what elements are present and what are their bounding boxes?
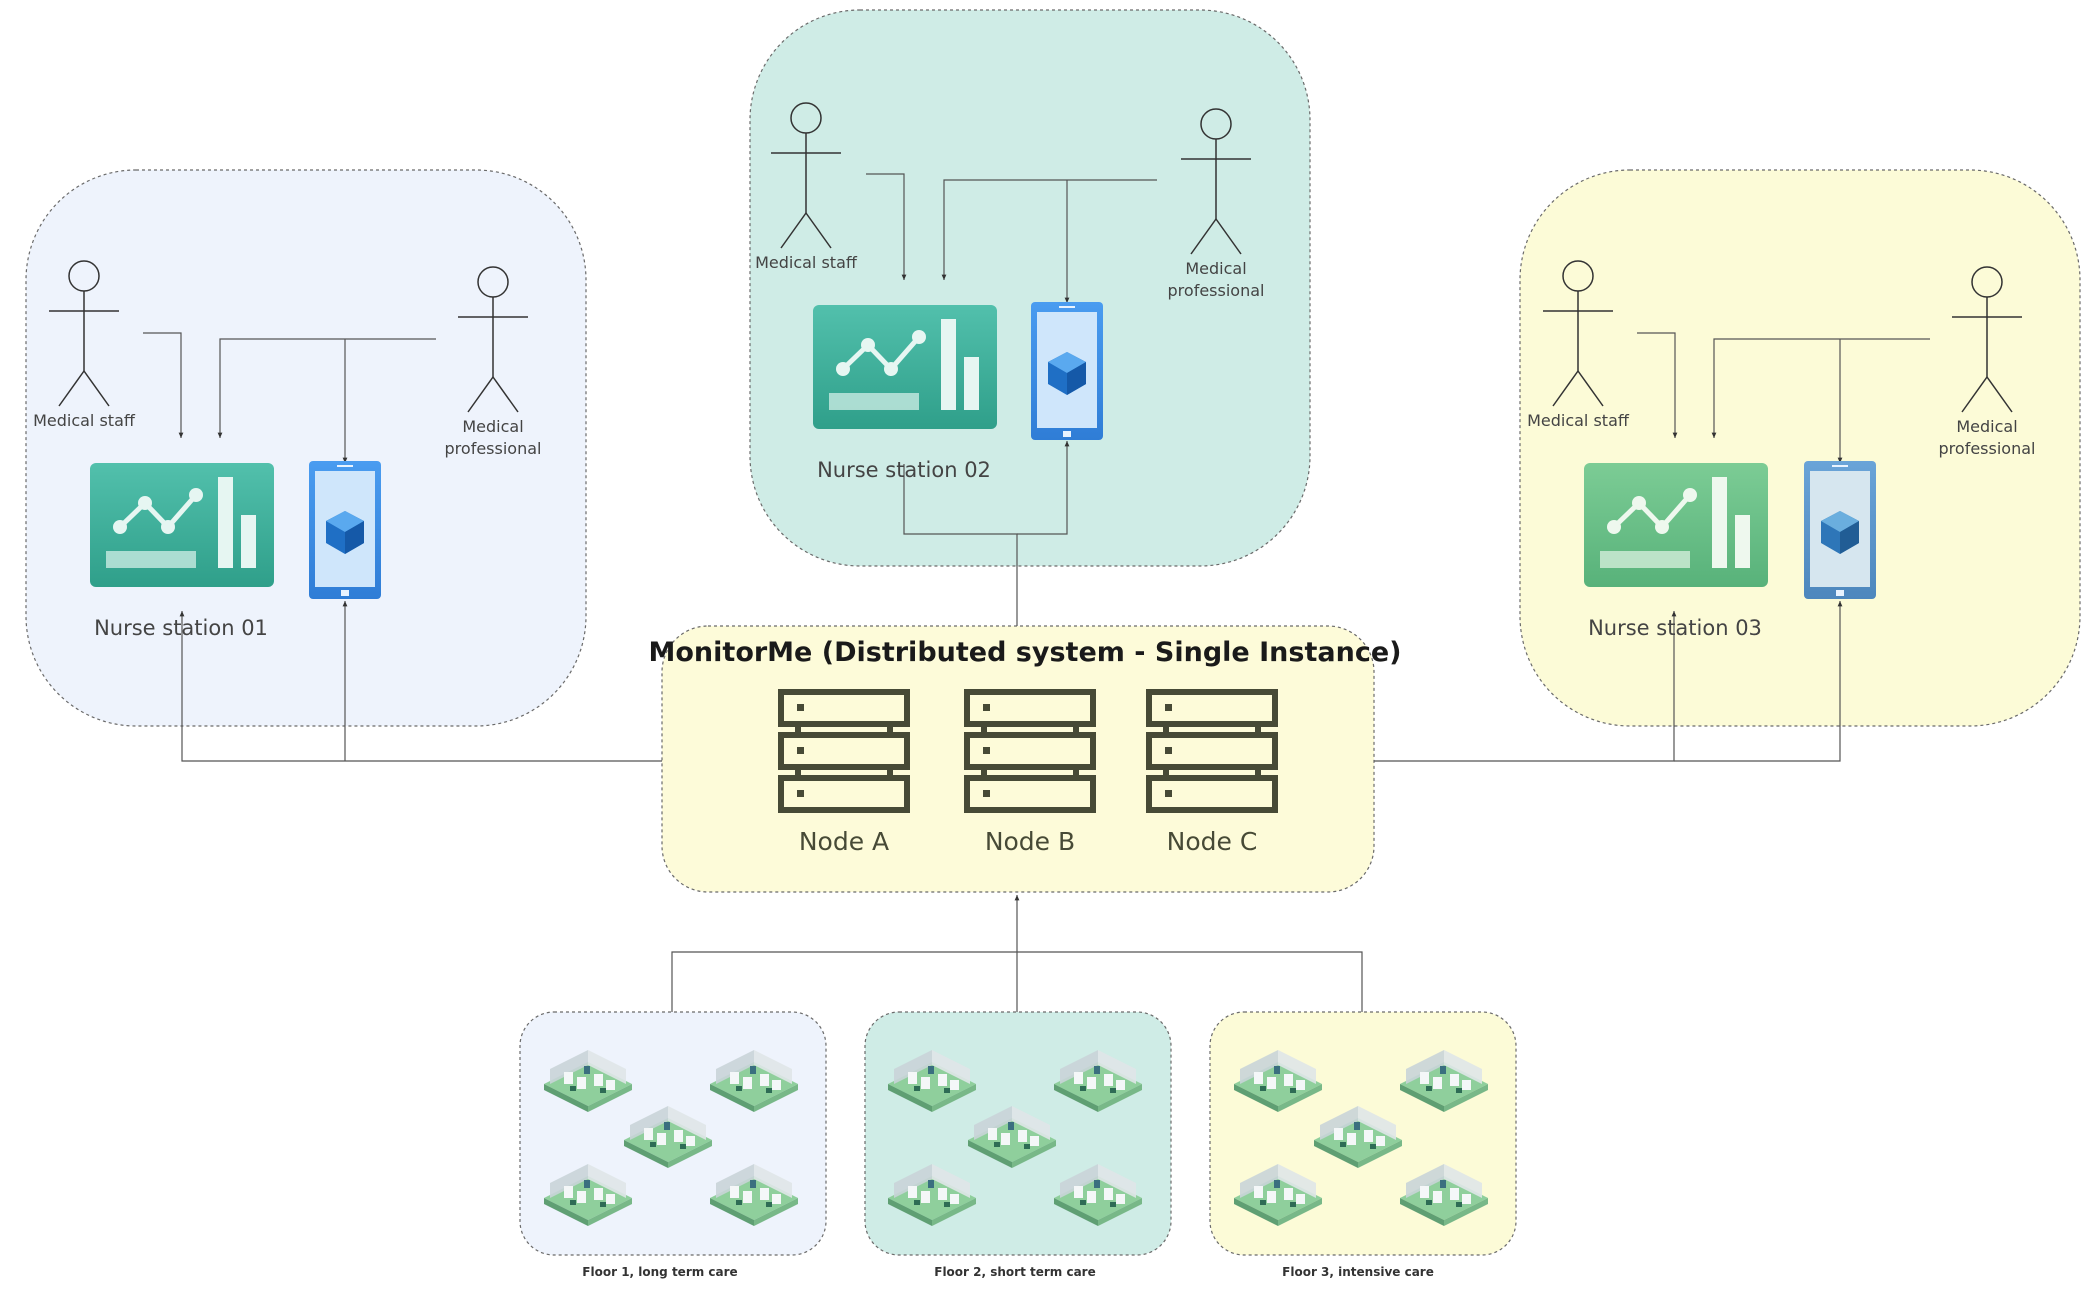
tablet-icon [309, 461, 381, 599]
tablet-icon [1804, 461, 1876, 599]
professional-label-line2: professional [445, 439, 542, 458]
tablet-icon [1031, 302, 1103, 440]
station-01: Medical staff Medical professional Nurse… [33, 260, 542, 640]
professional-label-line2: professional [1939, 439, 2036, 458]
node-b-label: Node B [985, 827, 1075, 856]
station-02: Medical staff Medical professional Nurse… [755, 102, 1265, 482]
floor-3: Floor 3, intensive care [1234, 1050, 1488, 1279]
floor-label: Floor 2, short term care [934, 1265, 1095, 1279]
station-label: Nurse station 01 [94, 616, 268, 640]
professional-label-line1: Medical [462, 417, 523, 436]
dashboard-chart-icon [1584, 463, 1768, 587]
floor-2: Floor 2, short term care [888, 1050, 1142, 1279]
floor-1: Floor 1, long term care [544, 1050, 798, 1279]
station-03: Medical staff Medical professional Nurse… [1527, 260, 2036, 640]
node-a-label: Node A [799, 827, 889, 856]
dashboard-chart-icon [90, 463, 274, 587]
professional-label-line1: Medical [1956, 417, 2017, 436]
node-c-label: Node C [1167, 827, 1258, 856]
professional-label-line2: professional [1168, 281, 1265, 300]
floor-label: Floor 1, long term care [582, 1265, 737, 1279]
monitorme-system: MonitorMe (Distributed system - Single I… [649, 637, 1402, 856]
professional-label-line1: Medical [1185, 259, 1246, 278]
staff-label: Medical staff [1527, 411, 1630, 430]
connectors [143, 173, 1930, 1012]
staff-label: Medical staff [755, 253, 858, 272]
system-title: MonitorMe (Distributed system - Single I… [649, 637, 1402, 668]
floor-label: Floor 3, intensive care [1282, 1265, 1434, 1279]
station-label: Nurse station 03 [1588, 616, 1762, 640]
station-label: Nurse station 02 [817, 458, 991, 482]
staff-label: Medical staff [33, 411, 136, 430]
dashboard-chart-icon [813, 305, 997, 429]
